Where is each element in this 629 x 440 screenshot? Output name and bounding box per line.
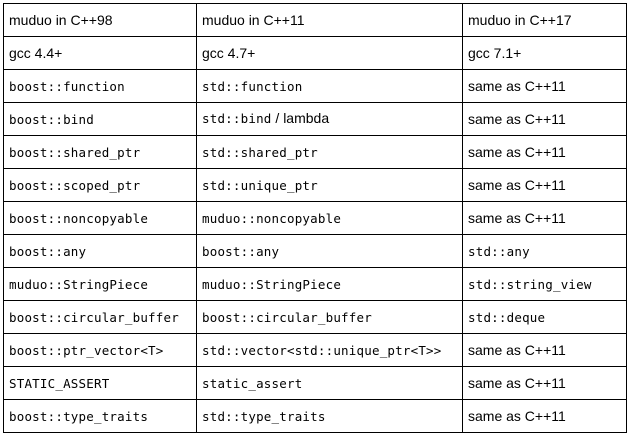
- header-cpp98: muduo in C++98: [3, 3, 197, 37]
- compiler-cpp98: gcc 4.4+: [3, 36, 197, 70]
- cpp98-cell: boost::any: [3, 234, 197, 268]
- table-row: boost::bind std::bind / lambda same as C…: [3, 102, 627, 136]
- cpp17-cell: same as C++11: [462, 399, 627, 433]
- cpp11-cell: std::shared_ptr: [196, 135, 463, 169]
- cpp-version-comparison-table: muduo in C++98 muduo in C++11 muduo in C…: [3, 3, 627, 433]
- cpp11-cell-text: / lambda: [271, 110, 330, 126]
- cpp11-cell: std::function: [196, 69, 463, 103]
- header-cpp11: muduo in C++11: [196, 3, 463, 37]
- cpp11-cell: muduo::StringPiece: [196, 267, 463, 301]
- cpp17-cell: same as C++11: [462, 201, 627, 235]
- cpp98-cell: STATIC_ASSERT: [3, 366, 197, 400]
- cpp98-cell: boost::circular_buffer: [3, 300, 197, 334]
- table-row: STATIC_ASSERT static_assert same as C++1…: [3, 366, 627, 400]
- cpp17-cell: same as C++11: [462, 333, 627, 367]
- table-row: boost::function std::function same as C+…: [3, 69, 627, 103]
- table-row: muduo::StringPiece muduo::StringPiece st…: [3, 267, 627, 301]
- table-row: boost::ptr_vector<T> std::vector<std::un…: [3, 333, 627, 367]
- cpp98-cell: muduo::StringPiece: [3, 267, 197, 301]
- cpp11-cell: std::vector<std::unique_ptr<T>>: [196, 333, 463, 367]
- cpp98-cell: boost::noncopyable: [3, 201, 197, 235]
- cpp98-cell: boost::type_traits: [3, 399, 197, 433]
- table-row: boost::shared_ptr std::shared_ptr same a…: [3, 135, 627, 169]
- table-row: boost::circular_buffer boost::circular_b…: [3, 300, 627, 334]
- cpp98-cell: boost::function: [3, 69, 197, 103]
- cpp17-cell: std::deque: [462, 300, 627, 334]
- comparison-table-container: muduo in C++98 muduo in C++11 muduo in C…: [3, 3, 627, 433]
- cpp98-cell: boost::bind: [3, 102, 197, 136]
- cpp17-cell: same as C++11: [462, 102, 627, 136]
- header-cpp17: muduo in C++17: [462, 3, 627, 37]
- cpp17-cell: same as C++11: [462, 366, 627, 400]
- compiler-row: gcc 4.4+ gcc 4.7+ gcc 7.1+: [3, 36, 627, 70]
- cpp11-cell: std::type_traits: [196, 399, 463, 433]
- compiler-cpp17: gcc 7.1+: [462, 36, 627, 70]
- table-row: boost::any boost::any std::any: [3, 234, 627, 268]
- table-row: boost::type_traits std::type_traits same…: [3, 399, 627, 433]
- cpp98-cell: boost::shared_ptr: [3, 135, 197, 169]
- cpp17-cell: std::string_view: [462, 267, 627, 301]
- cpp11-cell-code: std::bind: [202, 111, 272, 126]
- table-row: boost::noncopyable muduo::noncopyable sa…: [3, 201, 627, 235]
- cpp17-cell: same as C++11: [462, 135, 627, 169]
- cpp11-cell: muduo::noncopyable: [196, 201, 463, 235]
- cpp11-cell: std::unique_ptr: [196, 168, 463, 202]
- cpp17-cell: same as C++11: [462, 69, 627, 103]
- cpp98-cell: boost::scoped_ptr: [3, 168, 197, 202]
- cpp98-cell: boost::ptr_vector<T>: [3, 333, 197, 367]
- cpp17-cell: std::any: [462, 234, 627, 268]
- header-row: muduo in C++98 muduo in C++11 muduo in C…: [3, 3, 627, 37]
- table-row: boost::scoped_ptr std::unique_ptr same a…: [3, 168, 627, 202]
- cpp11-cell: std::bind / lambda: [196, 102, 463, 136]
- cpp11-cell: boost::any: [196, 234, 463, 268]
- cpp11-cell: static_assert: [196, 366, 463, 400]
- compiler-cpp11: gcc 4.7+: [196, 36, 463, 70]
- cpp11-cell: boost::circular_buffer: [196, 300, 463, 334]
- cpp17-cell: same as C++11: [462, 168, 627, 202]
